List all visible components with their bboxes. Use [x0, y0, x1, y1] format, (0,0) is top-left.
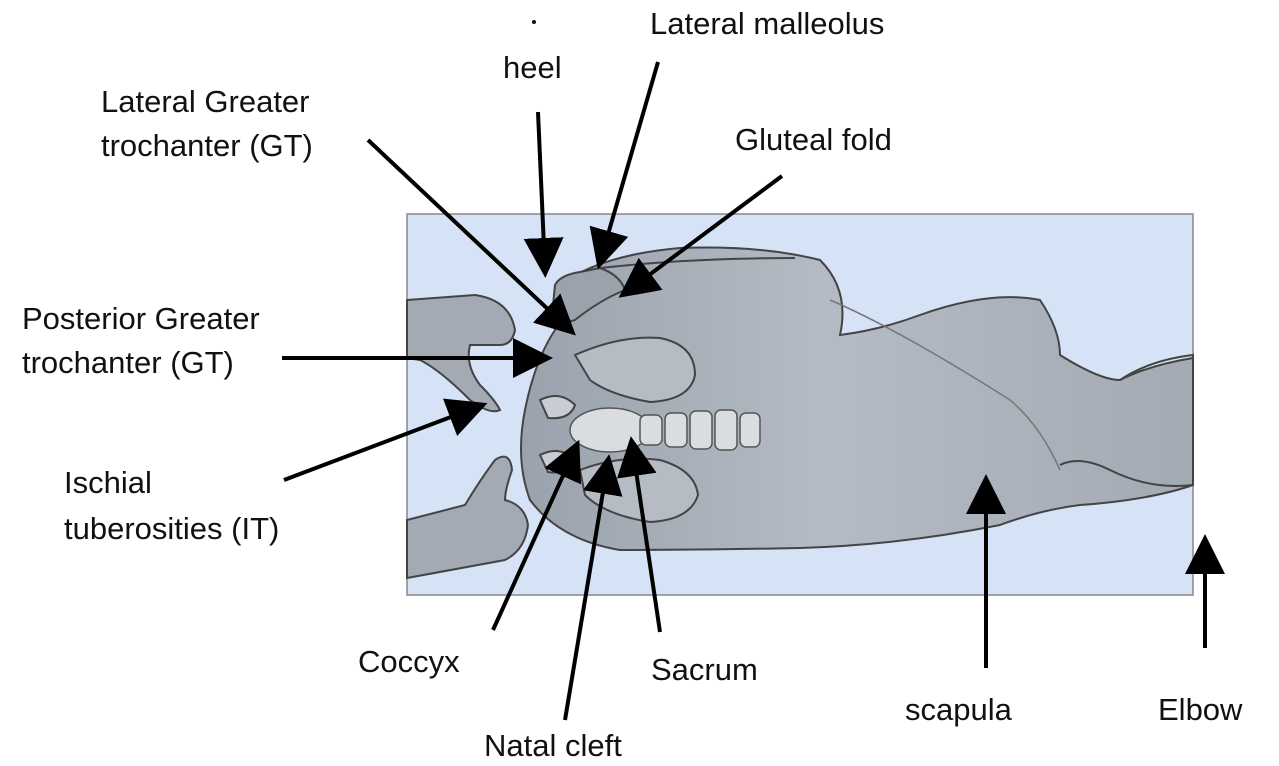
label-sacrum: Sacrum: [651, 650, 758, 690]
label-gluteal-fold: Gluteal fold: [735, 120, 892, 160]
label-lateral-malleolus: Lateral malleolus: [650, 4, 884, 44]
label-ischial: Ischial tuberosities (IT): [64, 460, 279, 552]
label-heel: heel: [503, 48, 562, 88]
label-natal-cleft: Natal cleft: [484, 726, 622, 766]
heel-dot: [532, 20, 536, 24]
label-scapula: scapula: [905, 690, 1012, 730]
label-lateral-gt: Lateral Greater trochanter (GT): [101, 80, 313, 168]
label-posterior-gt: Posterior Greater trochanter (GT): [22, 297, 260, 385]
label-elbow: Elbow: [1158, 690, 1242, 730]
label-coccyx: Coccyx: [358, 642, 460, 682]
